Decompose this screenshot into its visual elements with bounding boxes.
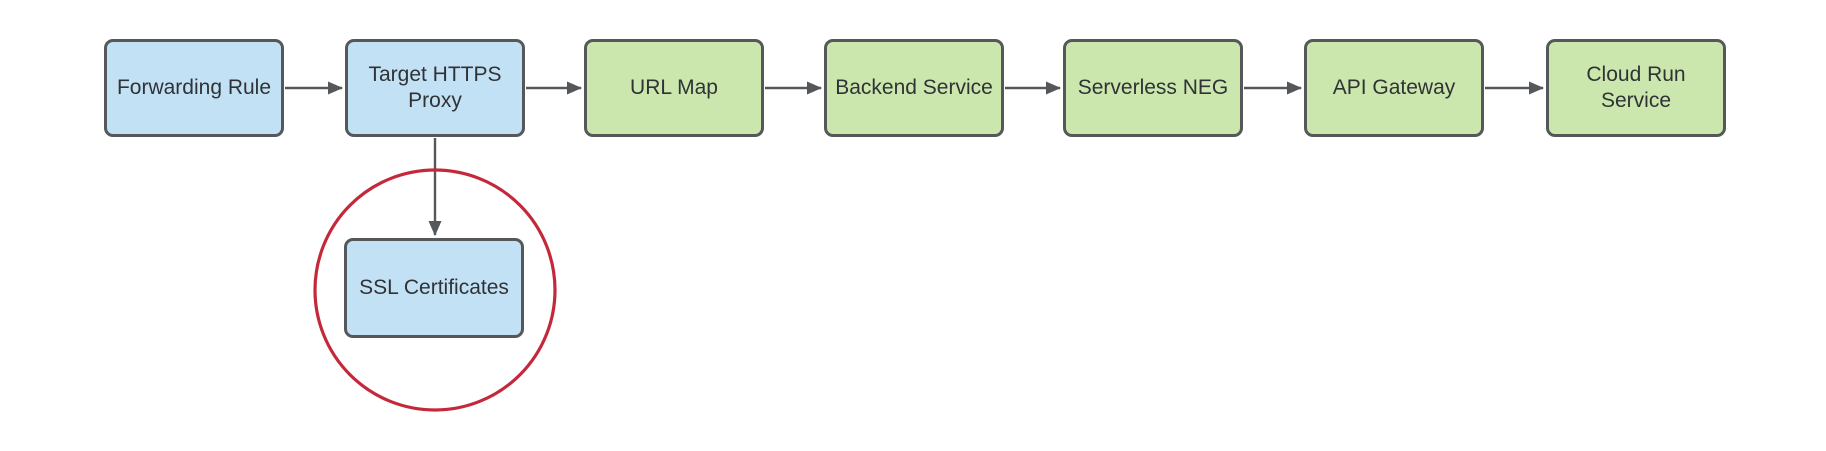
node-url-map: URL Map <box>584 39 764 137</box>
node-target-https-proxy: Target HTTPS Proxy <box>345 39 525 137</box>
node-label: Cloud Run Service <box>1586 62 1686 112</box>
node-label: Backend Service <box>835 75 993 99</box>
node-ssl-certificates: SSL Certificates <box>344 238 524 338</box>
node-cloud-run-service: Cloud Run Service <box>1546 39 1726 137</box>
node-backend-service: Backend Service <box>824 39 1004 137</box>
node-label: URL Map <box>630 75 718 99</box>
node-label: SSL Certificates <box>359 275 509 299</box>
node-label: Serverless NEG <box>1077 75 1229 99</box>
node-label: Target HTTPS Proxy <box>368 62 502 112</box>
highlight-circle <box>313 168 557 412</box>
node-api-gateway: API Gateway <box>1304 39 1484 137</box>
node-serverless-neg: Serverless NEG <box>1063 39 1243 137</box>
node-label: API Gateway <box>1332 75 1456 99</box>
node-forwarding-rule: Forwarding Rule <box>104 39 284 137</box>
node-label: Forwarding Rule <box>116 75 272 99</box>
